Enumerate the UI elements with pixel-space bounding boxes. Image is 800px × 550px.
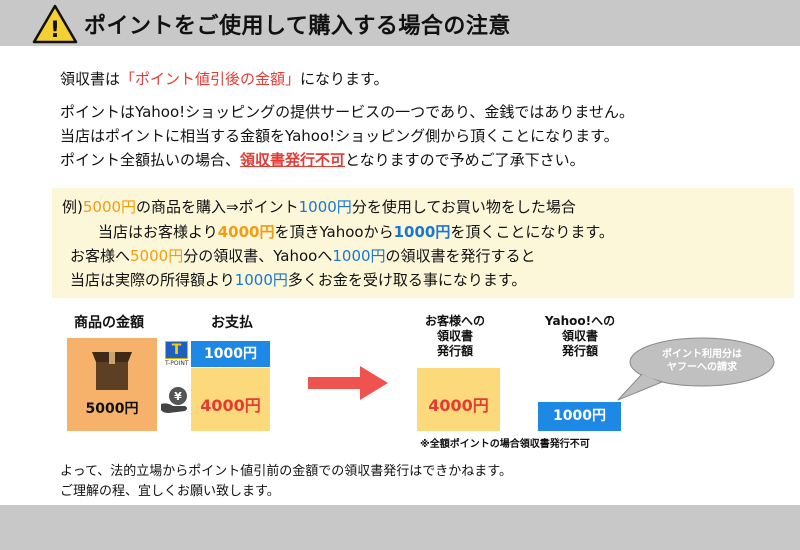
product-price-amount: 5000円 <box>85 401 139 417</box>
example-amount: 1000円 <box>332 247 386 265</box>
intro-line-4-suffix: となりますので予めご了承下さい。 <box>345 151 585 169</box>
example-text: を頂くことになります。 <box>450 223 614 241</box>
example-text: の領収書を発行すると <box>385 247 536 265</box>
example-box <box>52 188 794 298</box>
payment-label: お支払 <box>211 315 253 331</box>
speech-bubble-line: ヤフーへの請求 <box>667 362 737 373</box>
example-text: 分の領収書、Yahooへ <box>183 247 333 265</box>
arrow-right-icon <box>308 366 388 400</box>
customer-receipt-amount: 4000円 <box>428 396 489 415</box>
intro-line-3: 当店はポイントに相当する金額をYahoo!ショッピング側から頂くことになります。 <box>60 127 619 145</box>
intro-line-4: ポイント全額払いの場合、領収書発行不可となりますので予めご了承下さい。 <box>60 149 585 170</box>
example-text: 多くお金を受け取る事になります。 <box>287 271 527 289</box>
t-point-logo-mark: T <box>165 341 188 359</box>
customer-receipt-label-line: お客様への <box>424 314 485 328</box>
cash-payment-amount: 4000円 <box>200 396 261 415</box>
box-icon <box>92 352 132 390</box>
intro-line-2: ポイントはYahoo!ショッピングの提供サービスの一つであり、金銭ではありません… <box>60 103 634 121</box>
intro-line-1: 領収書は「ポイント値引後の金額」になります。 <box>60 68 389 89</box>
footer-line-2: ご理解の程、宜しくお願い致します。 <box>60 484 280 499</box>
intro-line-1-prefix: 領収書は <box>60 70 121 88</box>
coin-hand-icon: ¥ <box>161 387 187 413</box>
customer-receipt-label: お客様への 領収書 発行額 <box>400 314 510 359</box>
yahoo-receipt-box: 1000円 <box>538 402 621 431</box>
example-text: お客様へ <box>70 247 131 265</box>
example-amount: 5000円 <box>130 247 184 265</box>
example-line-3: お客様へ5000円分の領収書、Yahooへ1000円の領収書を発行すると <box>70 245 536 266</box>
customer-receipt-label-line: 領収書 <box>436 329 473 343</box>
svg-text:!: ! <box>50 18 60 43</box>
example-text: 例) <box>62 198 83 216</box>
t-point-icon: T T-POINT <box>165 341 189 367</box>
intro-line-1-suffix: になります。 <box>300 70 389 88</box>
t-point-logo-text: T-POINT <box>165 360 189 367</box>
footer-line-1: よって、法的立場からポイント値引前の金額での領収書発行はできかねます。 <box>60 464 513 479</box>
intro-line-1-highlight: 「ポイント値引後の金額」 <box>120 70 301 88</box>
page-title: ポイントをご使用して購入する場合の注意 <box>84 14 511 39</box>
intro-line-4-highlight: 領収書発行不可 <box>240 151 346 169</box>
example-text: の商品を購入⇒ポイント <box>136 198 299 216</box>
example-amount: 5000円 <box>82 198 137 216</box>
yahoo-receipt-label-line: 領収書 <box>561 329 598 343</box>
yahoo-receipt-label: Yahoo!への 領収書 発行額 <box>525 314 635 359</box>
example-text: 当店はお客様より <box>98 223 218 241</box>
example-line-4: 当店は実際の所得額より1000円多くお金を受け取る事になります。 <box>70 269 526 290</box>
speech-bubble-line: ポイント利用分は <box>662 349 742 360</box>
customer-receipt-box <box>417 368 500 431</box>
yahoo-receipt-label-line: Yahoo!への <box>544 314 616 328</box>
intro-line-4-prefix: ポイント全額払いの場合、 <box>60 151 241 169</box>
speech-bubble-text: ポイント利用分は ヤフーへの請求 <box>632 348 772 374</box>
example-text: 分を使用してお買い物をした場合 <box>351 198 576 216</box>
example-amount: 1000円 <box>393 223 451 241</box>
header-bar <box>0 0 800 46</box>
example-amount: 1000円 <box>298 198 352 216</box>
example-amount: 4000円 <box>217 223 275 241</box>
example-line-1: 例)5000円の商品を購入⇒ポイント1000円分を使用してお買い物をした場合 <box>62 196 576 217</box>
warning-icon: ! <box>32 4 78 44</box>
example-amount: 1000円 <box>234 271 288 289</box>
full-point-note: ※全額ポイントの場合領収書発行不可 <box>420 439 590 450</box>
example-line-2: 当店はお客様より4000円を頂きYahooから1000円を頂くことになります。 <box>98 221 614 242</box>
product-price-label: 商品の金額 <box>74 315 144 331</box>
example-text: を頂きYahooから <box>274 223 394 241</box>
svg-text:¥: ¥ <box>174 390 182 403</box>
footer-bar <box>0 505 800 550</box>
point-payment-box: 1000円 <box>191 341 270 367</box>
yahoo-receipt-label-line: 発行額 <box>561 344 598 358</box>
example-text: 当店は実際の所得額より <box>70 271 235 289</box>
customer-receipt-label-line: 発行額 <box>436 344 473 358</box>
speech-bubble <box>617 337 775 401</box>
cash-payment-box <box>191 368 270 431</box>
